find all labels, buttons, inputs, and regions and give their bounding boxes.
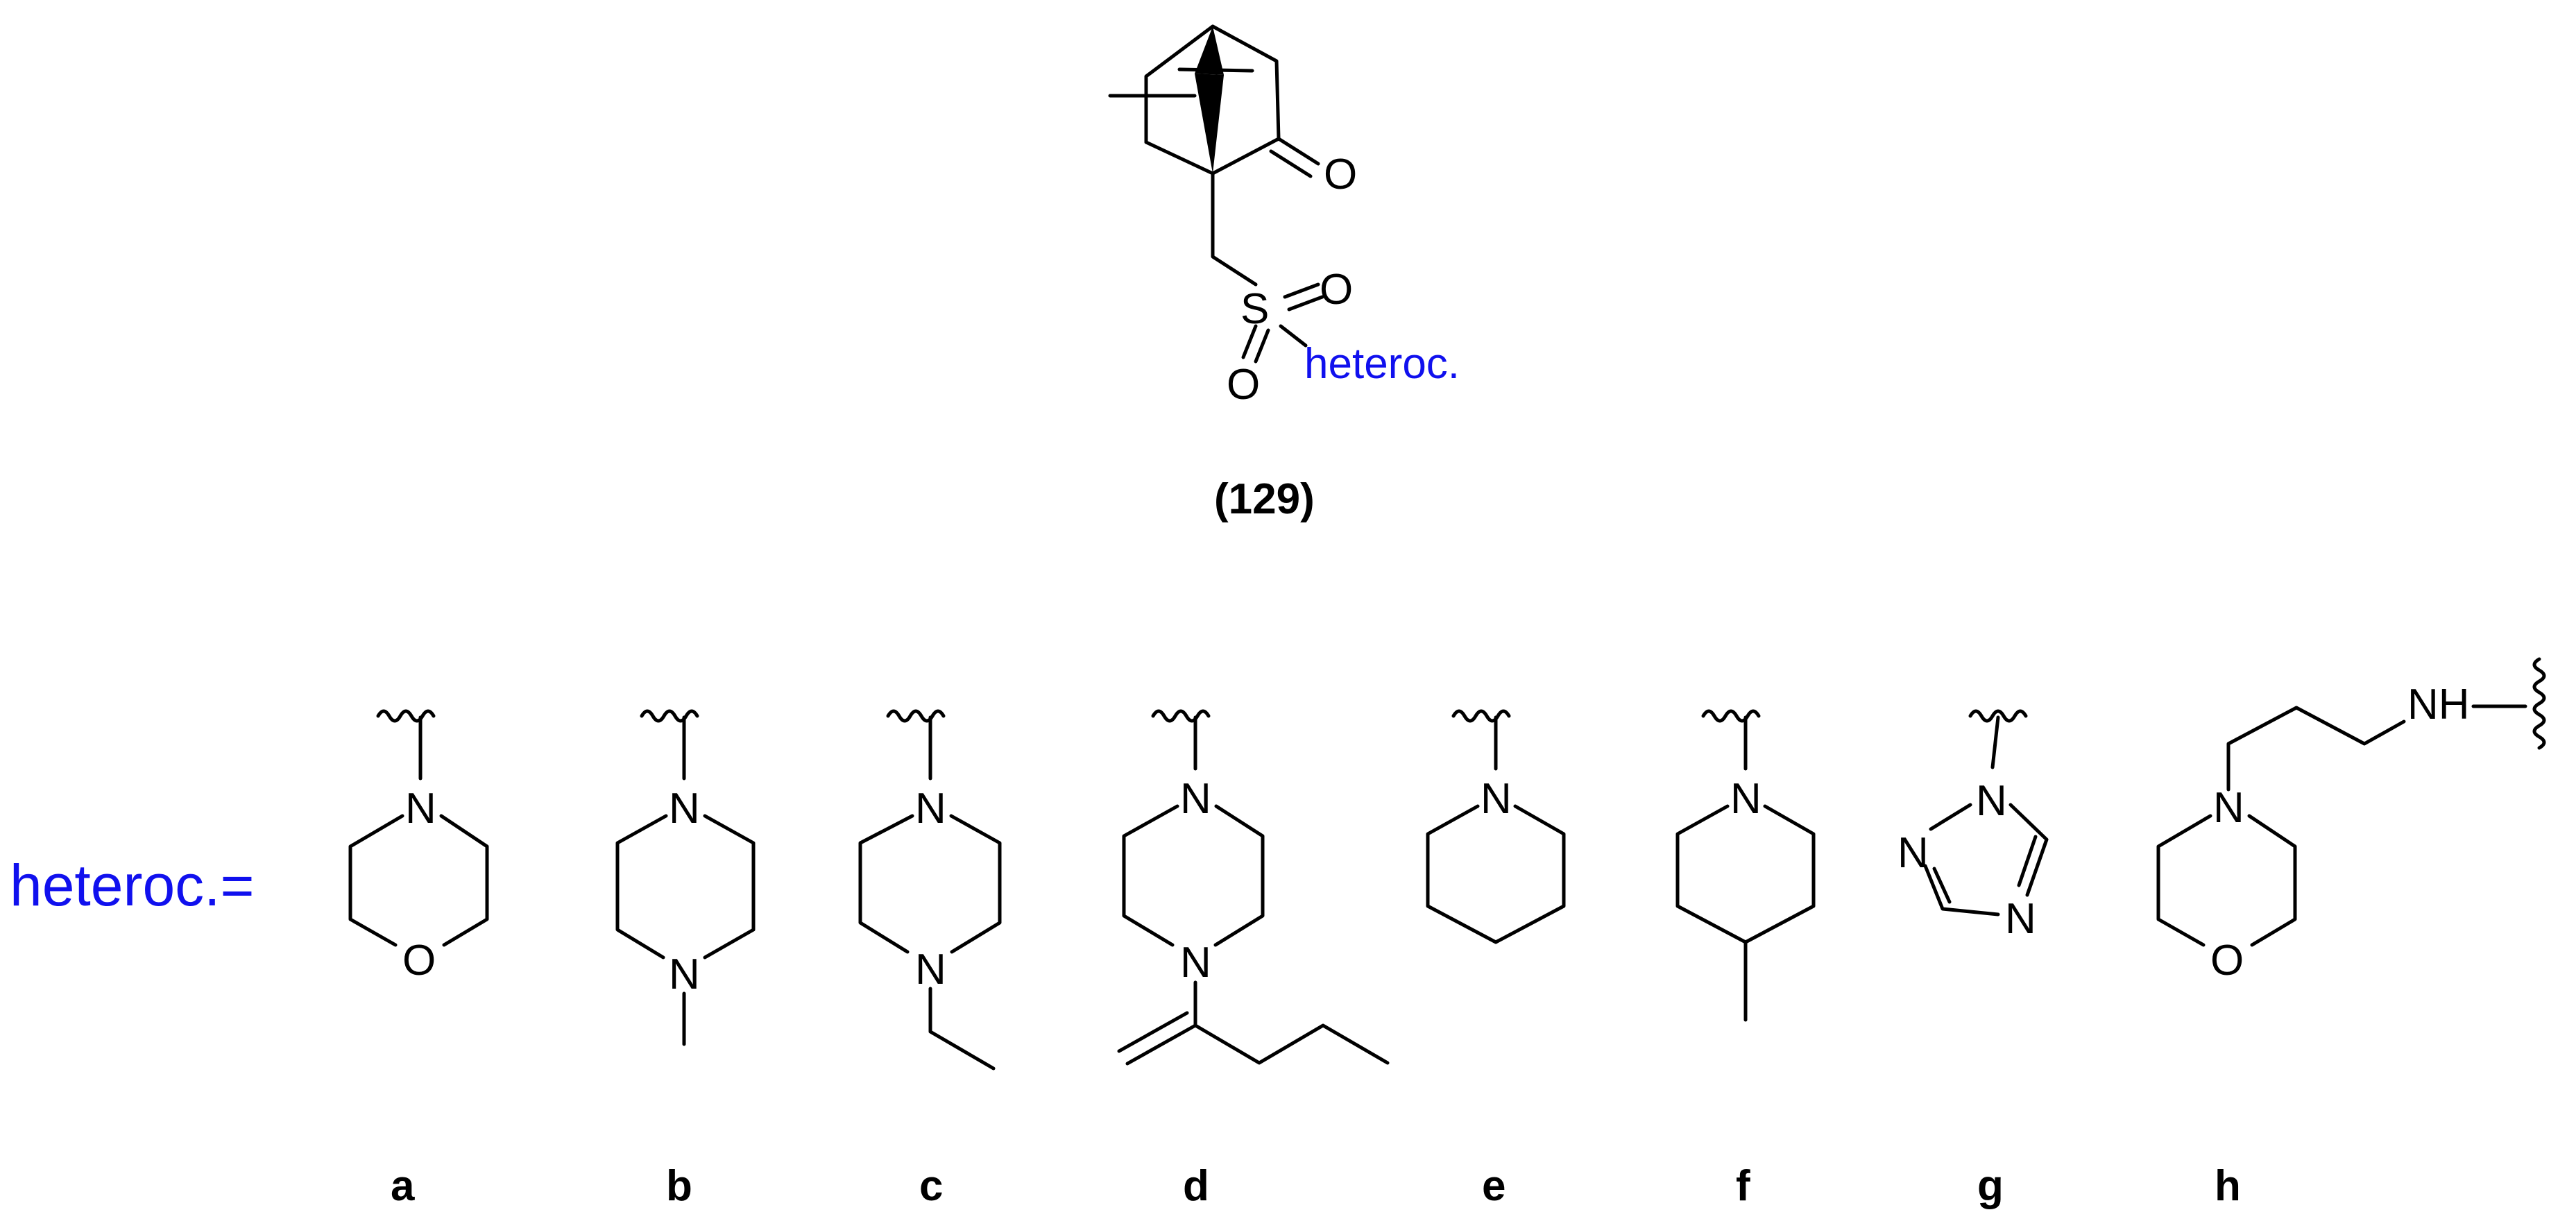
- ring-nitrogen-2: N: [915, 946, 946, 994]
- ring-oxygen: O: [402, 937, 436, 984]
- ring-nitrogen-1: N: [915, 785, 946, 833]
- carbonyl-oxygen: O: [1324, 151, 1357, 198]
- triazole-n4: N: [2005, 895, 2036, 943]
- heterocycle-a: N O a: [348, 709, 489, 1210]
- heterocycle-label-a: a: [391, 1162, 415, 1210]
- heterocycle-d: N N d: [1117, 709, 1390, 1210]
- heterocycle-e: N e: [1426, 709, 1566, 1210]
- compound-label: (129): [1214, 475, 1315, 523]
- compound-129: O S O O heteroc. (129): [1108, 24, 1460, 523]
- ring-nitrogen-1: N: [1180, 775, 1211, 823]
- triazole-n1: N: [1976, 777, 2007, 825]
- heterocycle-label-d: d: [1183, 1162, 1209, 1210]
- heteroc-substituent: heteroc.: [1304, 340, 1460, 388]
- wavy-attachment: [2532, 657, 2546, 750]
- heterocycle-b: N N b: [615, 709, 756, 1210]
- ring-nitrogen: N: [1730, 775, 1762, 823]
- ring-nitrogen-1: N: [669, 785, 700, 833]
- ring-nitrogen: N: [1481, 775, 1512, 823]
- heterocycle-label-h: h: [2215, 1162, 2241, 1210]
- ring-nitrogen: N: [2213, 784, 2244, 832]
- ring-nitrogen-2: N: [669, 951, 700, 998]
- heterocycle-g: N N N g: [1897, 709, 2049, 1210]
- wavy-attachment: [376, 709, 436, 723]
- heterocycle-c: N N c: [858, 709, 1002, 1210]
- sulfonyl-oxygen-1: O: [1320, 266, 1353, 314]
- amine-nh: NH: [2407, 681, 2470, 728]
- wedge-bond: [1195, 26, 1224, 75]
- heterocycle-label-f: f: [1736, 1162, 1750, 1210]
- ring-nitrogen: N: [405, 785, 436, 833]
- camphor-skeleton: O S O O: [1108, 24, 1357, 409]
- wedge-bond-2: [1195, 74, 1224, 173]
- heterocycle-h: NH N O h: [2156, 657, 2546, 1210]
- heterocycle-label-c: c: [919, 1162, 943, 1210]
- heterocycle-label-b: b: [666, 1162, 692, 1210]
- heterocycle-label-g: g: [1977, 1162, 2004, 1210]
- heterocycle-label-e: e: [1482, 1162, 1505, 1210]
- heterocycle-f: N f: [1675, 709, 1816, 1210]
- ring-oxygen: O: [2210, 937, 2244, 984]
- heteroc-definition-label: heteroc.=: [10, 853, 255, 918]
- triazole-n2: N: [1897, 829, 1929, 877]
- sulfonyl-oxygen-2: O: [1227, 361, 1260, 409]
- ring-nitrogen-2: N: [1180, 939, 1211, 987]
